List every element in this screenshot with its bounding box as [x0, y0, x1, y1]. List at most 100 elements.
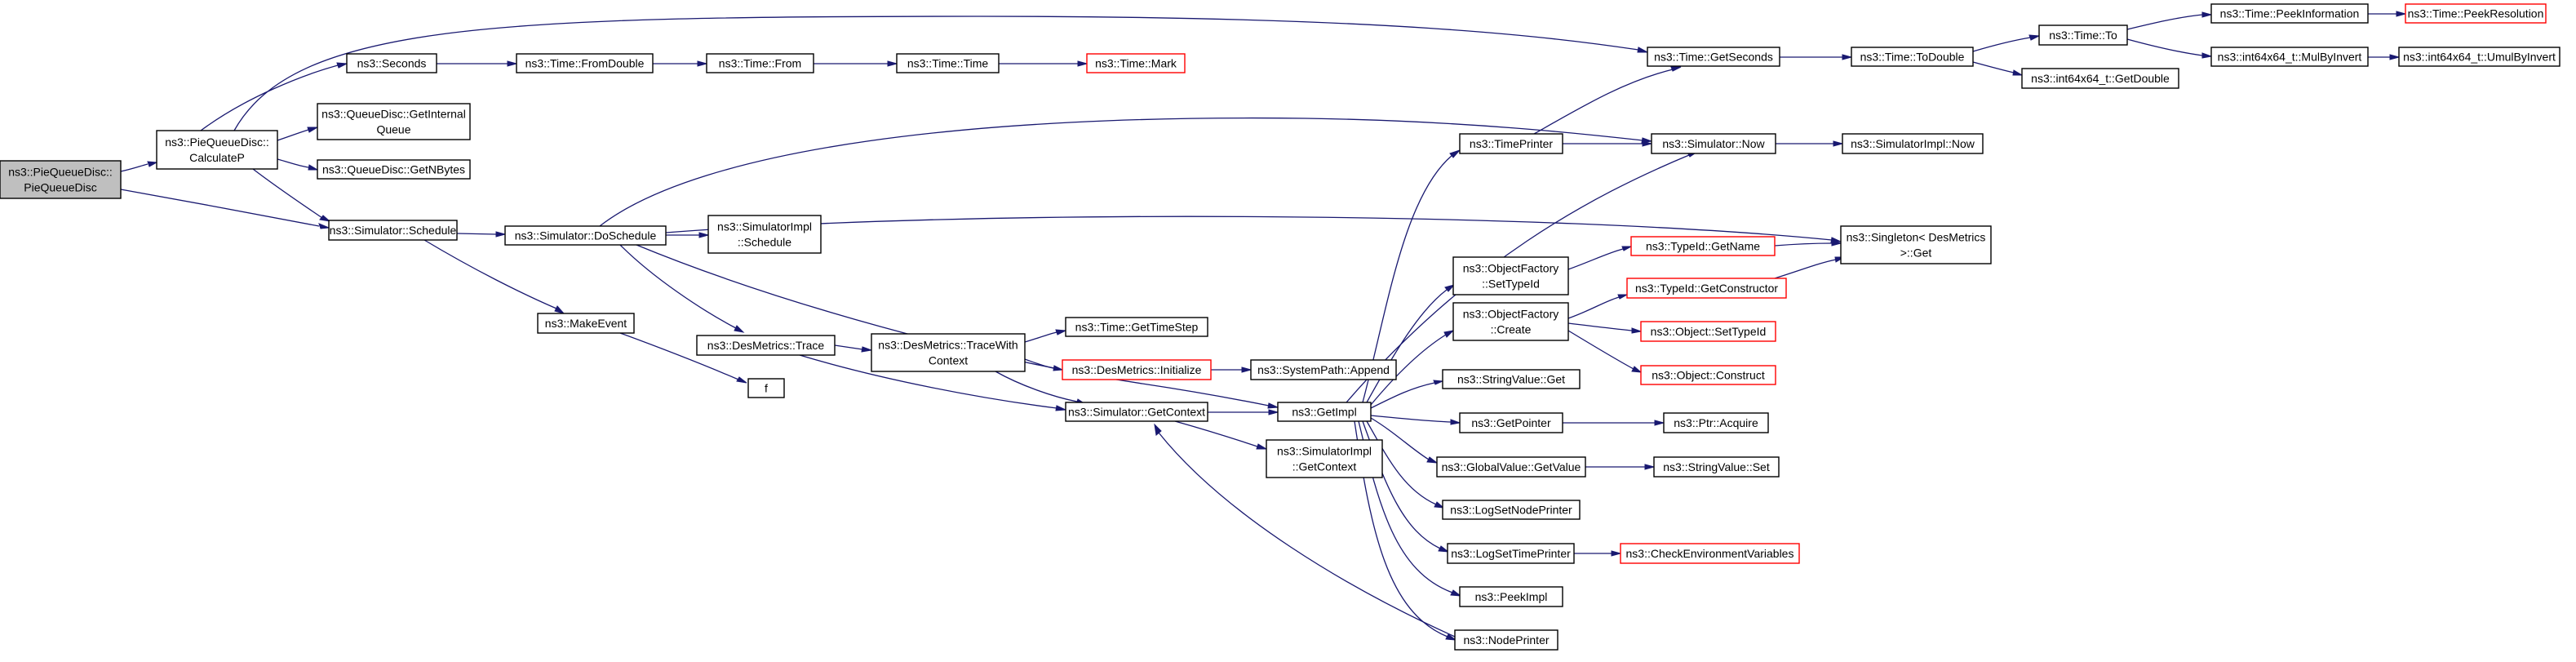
node-f[interactable]: f — [747, 378, 785, 398]
node-label: ns3::Object::SetTypeId — [1651, 325, 1767, 338]
call-edge-timeprinter-to-getseconds — [1533, 66, 1682, 135]
node-ofsettypeid[interactable]: ns3::ObjectFactory::SetTypeId — [1452, 256, 1569, 295]
node-timeto[interactable]: ns3::Time::To — [2038, 24, 2128, 46]
node-objsettypeid[interactable]: ns3::Object::SetTypeId — [1640, 321, 1776, 342]
node-typeidgetctor[interactable]: ns3::TypeId::GetConstructor — [1626, 278, 1787, 299]
node-getnbytes[interactable]: ns3::QueueDisc::GetNBytes — [317, 159, 471, 180]
node-seconds[interactable]: ns3::Seconds — [346, 53, 437, 73]
node-todouble[interactable]: ns3::Time::ToDouble — [1851, 47, 1974, 67]
node-getimpl[interactable]: ns3::GetImpl — [1277, 402, 1372, 422]
node-mulbyinvert[interactable]: ns3::int64x64_t::MulByInvert — [2210, 47, 2369, 67]
node-label: ns3::QueueDisc::GetNBytes — [322, 163, 465, 176]
node-label: ns3::CheckEnvironmentVariables — [1626, 547, 1794, 560]
node-checkenv[interactable]: ns3::CheckEnvironmentVariables — [1620, 543, 1800, 564]
call-edge-ofcreate-to-typeidgetctor — [1567, 294, 1629, 319]
node-label: ::Schedule — [738, 236, 791, 249]
node-int64getdouble[interactable]: ns3::int64x64_t::GetDouble — [2021, 68, 2179, 89]
node-label: ns3::GetPointer — [1471, 416, 1551, 429]
node-box — [1447, 543, 1575, 564]
node-objconstruct[interactable]: ns3::Object::Construct — [1640, 365, 1776, 385]
call-edge-doschedule-to-dmtrace — [619, 244, 745, 333]
call-edge-fromdouble-to-from — [653, 60, 708, 67]
node-box — [2210, 3, 2369, 24]
node-from[interactable]: ns3::Time::From — [706, 53, 814, 73]
node-umulbyinvert[interactable]: ns3::int64x64_t::UmulByInvert — [2398, 47, 2560, 67]
node-getpointer[interactable]: ns3::GetPointer — [1459, 412, 1563, 433]
node-box — [1663, 412, 1769, 433]
node-label: ns3::SimulatorImpl — [1277, 445, 1372, 458]
node-box — [896, 53, 1000, 73]
node-mark[interactable]: ns3::Time::Mark — [1086, 53, 1186, 73]
node-simnow[interactable]: ns3::Simulator::Now — [1651, 133, 1776, 154]
node-box — [1459, 586, 1563, 607]
node-gvgetvalue[interactable]: ns3::GlobalValue::GetValue — [1436, 456, 1586, 478]
node-sysappend[interactable]: ns3::SystemPath::Append — [1250, 359, 1397, 380]
node-dmtrace[interactable]: ns3::DesMetrics::Trace — [696, 335, 836, 356]
call-edge-makeevent-to-f — [619, 332, 747, 384]
node-getseconds[interactable]: ns3::Time::GetSeconds — [1647, 47, 1780, 67]
call-edge-schedule-to-doschedule — [456, 231, 507, 238]
call-nodes: ns3::PieQueueDisc::PieQueueDisc ns3::PieQ… — [0, 3, 2560, 651]
node-label: ns3::DesMetrics::TraceWith — [878, 339, 1018, 352]
call-edge-getcontext-to-simimplgetcontext — [1174, 420, 1268, 450]
node-singletonget[interactable]: ns3::Singleton< DesMetrics >::Get — [1840, 225, 1992, 264]
node-box — [1436, 456, 1586, 478]
node-logsetnodeprinter[interactable]: ns3::LogSetNodePrinter — [1442, 500, 1581, 520]
node-label: ns3::Time::PeekInformation — [2220, 7, 2360, 20]
node-label: PieQueueDisc — [24, 181, 97, 194]
node-box — [1454, 629, 1558, 651]
node-calcp[interactable]: ns3::PieQueueDisc::CalculateP — [156, 130, 278, 170]
node-label: ns3::TimePrinter — [1470, 137, 1554, 150]
node-timeprinter[interactable]: ns3::TimePrinter — [1459, 133, 1563, 154]
node-typeidgetname[interactable]: ns3::TypeId::GetName — [1630, 236, 1776, 256]
node-root[interactable]: ns3::PieQueueDisc::PieQueueDisc — [0, 160, 122, 199]
node-logsettimeprinter[interactable]: ns3::LogSetTimePrinter — [1447, 543, 1575, 564]
node-time[interactable]: ns3::Time::Time — [896, 53, 1000, 73]
call-edge-getimpl-to-ofsettypeid — [1366, 284, 1456, 403]
call-edge-dminit-to-sysappend — [1211, 367, 1253, 373]
node-label: ns3::int64x64_t::UmulByInvert — [2403, 51, 2556, 64]
node-label: ns3::Simulator::DoSchedule — [515, 229, 657, 242]
node-box — [1452, 256, 1569, 295]
node-label: ns3::SystemPath::Append — [1257, 363, 1390, 376]
node-doschedule[interactable]: ns3::Simulator::DoSchedule — [504, 225, 667, 246]
node-simimplschedule[interactable]: ns3::SimulatorImpl::Schedule — [707, 215, 822, 254]
node-nodeprinter[interactable]: ns3::NodePrinter — [1454, 629, 1558, 651]
node-getcontext[interactable]: ns3::Simulator::GetContext — [1065, 402, 1208, 422]
node-stringvalueset[interactable]: ns3::StringValue::Set — [1653, 456, 1780, 478]
node-box — [346, 53, 437, 73]
call-edge-tracewithcontext-to-dminit — [1024, 358, 1064, 371]
node-label: ns3::Time::Mark — [1095, 57, 1177, 70]
node-dminit[interactable]: ns3::DesMetrics::Initialize — [1062, 359, 1212, 380]
node-gettimestep[interactable]: ns3::Time::GetTimeStep — [1065, 317, 1208, 337]
call-edge-logsettimeprinter-to-checkenv — [1574, 550, 1622, 557]
node-simimplnow[interactable]: ns3::SimulatorImpl::Now — [1842, 133, 1984, 154]
node-peekresolution[interactable]: ns3::Time::PeekResolution — [2405, 3, 2547, 24]
node-box — [1062, 359, 1212, 380]
node-schedule[interactable]: ns3::Simulator::Schedule — [328, 220, 458, 241]
call-edge-seconds-to-fromdouble — [437, 60, 518, 67]
node-ofcreate[interactable]: ns3::ObjectFactory::Create — [1452, 302, 1569, 341]
call-edge-calcp-to-getnbytes — [277, 158, 319, 171]
node-box — [1065, 317, 1208, 337]
node-box — [1851, 47, 1974, 67]
call-edge-dmtrace-to-getcontext — [799, 354, 1067, 411]
node-fromdouble[interactable]: ns3::Time::FromDouble — [516, 53, 654, 73]
node-box — [317, 159, 471, 180]
call-edges — [120, 11, 2407, 641]
call-edge-getimpl-to-gvgetvalue — [1370, 417, 1439, 464]
node-peekinformation[interactable]: ns3::Time::PeekInformation — [2210, 3, 2369, 24]
call-edge-nodeprinter-to-getcontext — [1154, 423, 1456, 638]
call-edge-calcp-to-seconds — [200, 62, 348, 131]
node-box — [2405, 3, 2547, 24]
node-peekimpl[interactable]: ns3::PeekImpl — [1459, 586, 1563, 607]
node-makeevent[interactable]: ns3::MakeEvent — [537, 313, 635, 334]
node-box — [1653, 456, 1780, 478]
node-simimplgetcontext[interactable]: ns3::SimulatorImpl::GetContext — [1266, 439, 1383, 478]
node-ptracquire[interactable]: ns3::Ptr::Acquire — [1663, 412, 1769, 433]
node-label: Queue — [376, 123, 410, 136]
node-box — [1266, 439, 1383, 478]
node-stringvalueget[interactable]: ns3::StringValue::Get — [1442, 369, 1581, 389]
